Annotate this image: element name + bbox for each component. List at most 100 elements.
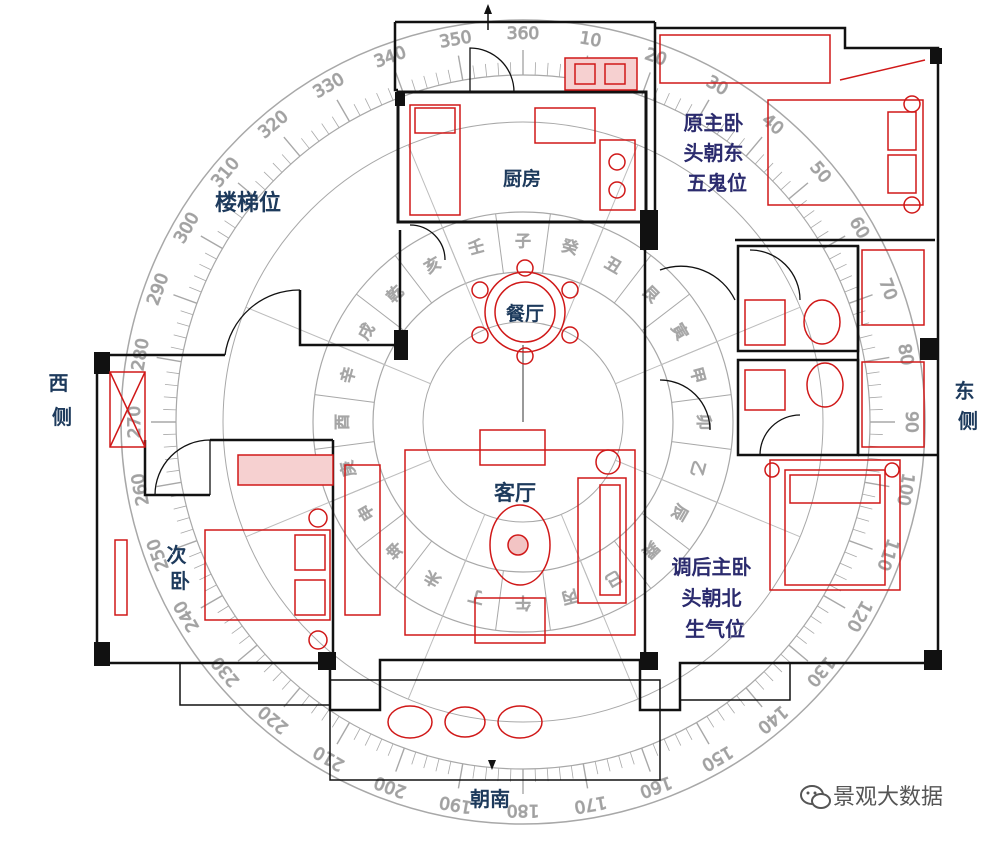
compass-tick bbox=[857, 518, 869, 522]
dining-chair bbox=[517, 348, 533, 364]
compass-tick bbox=[773, 663, 782, 672]
compass-tick bbox=[583, 764, 587, 789]
second-lamp bbox=[309, 631, 327, 649]
compass-tick bbox=[860, 335, 873, 338]
kitchen-stove bbox=[600, 140, 635, 210]
compass-tick bbox=[789, 183, 808, 199]
compass-degree-label: 180 bbox=[507, 800, 539, 820]
compass-sector-line bbox=[315, 442, 374, 450]
master-wardrobe bbox=[660, 35, 830, 83]
compass-tick bbox=[675, 734, 681, 746]
compass-tick bbox=[840, 563, 852, 568]
toilet bbox=[807, 363, 843, 407]
door-bath-lower bbox=[760, 415, 800, 455]
compass-degree-label: 10 bbox=[578, 28, 603, 51]
kitchen-cabinet bbox=[415, 108, 455, 133]
compass-degree-label: 320 bbox=[255, 107, 293, 143]
compass-mountain-label: 乙 bbox=[687, 459, 709, 479]
compass-tick bbox=[485, 64, 486, 77]
column bbox=[94, 352, 110, 374]
compass-tick bbox=[867, 372, 880, 374]
compass-tick bbox=[448, 70, 451, 83]
compass-degree-label: 330 bbox=[310, 69, 348, 103]
compass-tick bbox=[194, 563, 206, 568]
compass-tick bbox=[607, 759, 610, 772]
compass-mountain-label: 丑 bbox=[602, 253, 625, 277]
compass-mountain-label: 子 bbox=[515, 232, 531, 251]
compass-tick bbox=[412, 80, 416, 92]
compass-tick bbox=[746, 688, 762, 707]
compass-degree-label: 210 bbox=[310, 741, 348, 775]
compass-tick bbox=[301, 695, 309, 705]
watermark-text: 景观大数据 bbox=[833, 785, 943, 810]
adjusted-lamp bbox=[765, 463, 779, 477]
compass-tick bbox=[804, 210, 815, 218]
compass-tick bbox=[868, 384, 881, 385]
adjusted-lamp bbox=[885, 463, 899, 477]
compass-tick bbox=[232, 626, 243, 634]
column bbox=[94, 642, 110, 666]
compass-mountain-label: 巽 bbox=[639, 538, 664, 563]
compass-tick bbox=[547, 63, 548, 76]
compass-tick bbox=[498, 768, 499, 781]
compass-degree-label: 360 bbox=[507, 24, 539, 44]
compass-tick bbox=[424, 756, 428, 768]
original-master-label: 原主卧 头朝东 五鬼位 bbox=[684, 111, 751, 195]
door-stair bbox=[225, 290, 300, 355]
compass-tick bbox=[167, 470, 180, 472]
compass-sector-line bbox=[315, 395, 374, 403]
compass-tick bbox=[664, 93, 669, 105]
column bbox=[318, 652, 336, 670]
compass-tick bbox=[755, 154, 764, 164]
compass-tick bbox=[218, 231, 229, 238]
compass-tick bbox=[811, 616, 822, 623]
compass-tick bbox=[177, 518, 189, 522]
compass-tick bbox=[448, 761, 451, 774]
second-bed-pillow bbox=[295, 580, 325, 615]
door-master bbox=[660, 266, 735, 300]
bath-upper-walls bbox=[738, 246, 858, 351]
compass-tick bbox=[301, 138, 309, 148]
original-master-pillow bbox=[888, 155, 916, 193]
compass-tick bbox=[845, 287, 857, 292]
compass-tick bbox=[485, 767, 486, 780]
column bbox=[394, 330, 408, 360]
kitchen-sink bbox=[535, 108, 595, 143]
compass-tick bbox=[547, 768, 548, 781]
compass-tick bbox=[860, 506, 873, 509]
compass-tick bbox=[311, 131, 319, 142]
compass-tick bbox=[835, 264, 847, 270]
compass-mountain-label: 辰 bbox=[668, 501, 692, 524]
compass-tick bbox=[796, 636, 806, 644]
compass-tick bbox=[377, 739, 382, 751]
second-desk bbox=[115, 540, 127, 615]
compass-tick bbox=[273, 163, 282, 172]
compass-tick bbox=[865, 357, 890, 361]
compass-mountain-label: 申 bbox=[354, 501, 378, 524]
compass-tick bbox=[273, 672, 282, 681]
compass-mountain-label: 戌 bbox=[354, 320, 378, 343]
compass-tick bbox=[322, 124, 329, 135]
dining-chair bbox=[517, 260, 533, 276]
compass-tick bbox=[205, 585, 216, 591]
compass-mountain-label: 寅 bbox=[668, 320, 692, 343]
compass-mountain-label: 乾 bbox=[383, 282, 408, 307]
compass-tick bbox=[365, 734, 371, 746]
compass-tick bbox=[284, 137, 300, 156]
compass-tick bbox=[653, 744, 658, 756]
adjusted-master-line: 头朝北 bbox=[682, 586, 742, 610]
compass-degree-label: 140 bbox=[754, 701, 792, 737]
west-side-label: 西 侧 bbox=[49, 371, 76, 429]
furniture bbox=[110, 35, 925, 738]
compass-degree-label: 310 bbox=[208, 154, 244, 192]
door-kitchen bbox=[410, 225, 445, 260]
compass-tick bbox=[717, 710, 724, 721]
compass-tick bbox=[869, 397, 882, 398]
compass-tick bbox=[559, 64, 560, 77]
compass-tick bbox=[811, 221, 822, 228]
compass-tick bbox=[189, 287, 201, 292]
compass-tick bbox=[157, 357, 182, 361]
compass-tick bbox=[332, 716, 339, 727]
compass-tick bbox=[239, 636, 249, 644]
compass-tick bbox=[282, 680, 291, 690]
